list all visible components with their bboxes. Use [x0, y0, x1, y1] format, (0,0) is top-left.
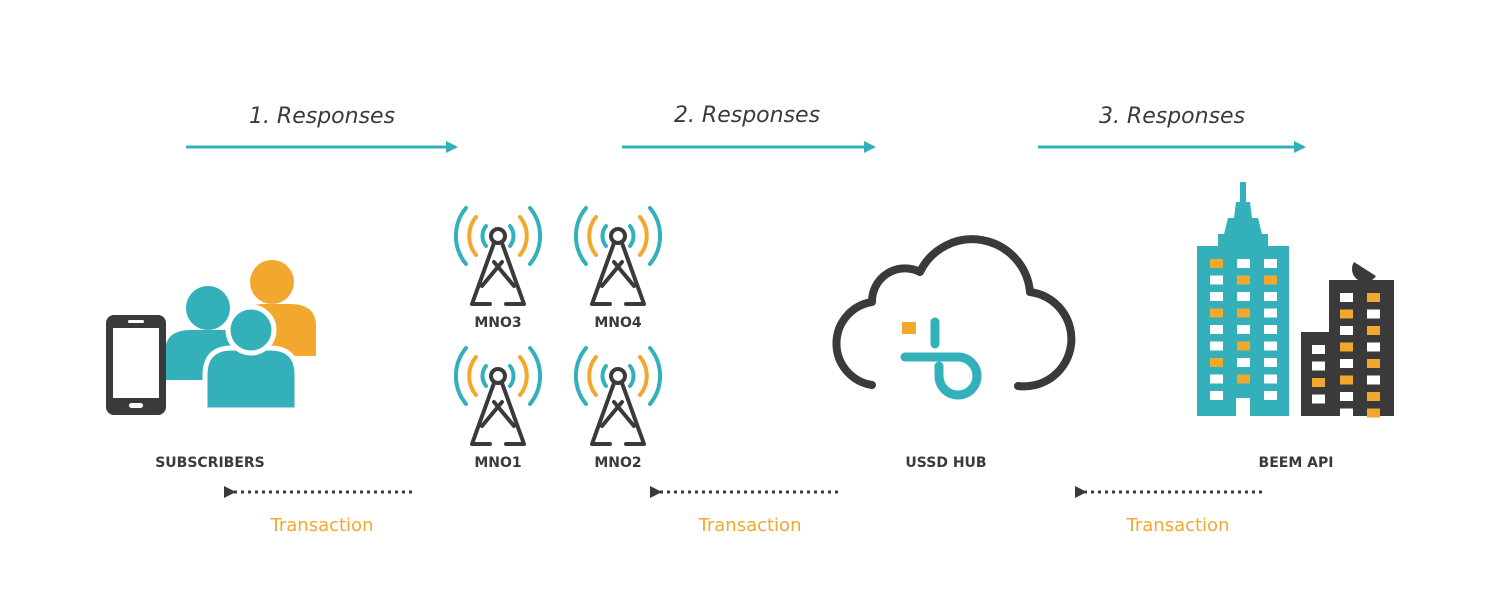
building-window — [1210, 358, 1223, 367]
building-window — [1237, 325, 1250, 334]
building-window — [1312, 361, 1325, 371]
building-window — [1210, 325, 1223, 334]
building-window — [1264, 308, 1277, 318]
building-window — [1312, 394, 1325, 404]
building-window — [1367, 342, 1380, 352]
building-window — [1340, 309, 1353, 319]
cell-tower-icon — [573, 206, 663, 306]
building-window — [1367, 326, 1380, 335]
transaction-label-1: Transaction — [270, 515, 374, 536]
mno3-label: MNO3 — [474, 315, 521, 331]
building-window — [1264, 275, 1277, 285]
building-window — [1340, 326, 1353, 335]
building-window — [1264, 259, 1277, 268]
responses-row: 1. Responses 2. Responses 3. Responses — [186, 103, 1306, 153]
building-window — [1340, 392, 1353, 401]
building-window — [1237, 308, 1250, 318]
cell-tower-icon — [453, 206, 543, 306]
mno1-label: MNO1 — [474, 455, 521, 471]
beem-api-label: BEEM API — [1259, 455, 1334, 471]
building-window — [1340, 342, 1353, 352]
responses-label-2: 2. Responses — [674, 103, 820, 128]
mno3-tower: MNO3 — [453, 206, 543, 331]
building-window — [1237, 259, 1250, 268]
building-window — [1367, 375, 1380, 385]
transaction-label-3: Transaction — [1126, 515, 1230, 536]
building-window — [1210, 275, 1223, 285]
buildings-icon — [1197, 182, 1394, 418]
mno1-tower: MNO1 — [453, 346, 543, 471]
cell-tower-icon — [573, 346, 663, 446]
mno2-tower: MNO2 — [573, 346, 663, 471]
cloud-icon — [832, 235, 1076, 400]
building-window — [1236, 398, 1250, 416]
mno2-label: MNO2 — [594, 455, 641, 471]
building-window — [1340, 375, 1353, 385]
transactions-row: Transaction Transaction Transaction — [224, 486, 1262, 536]
building-window — [1367, 293, 1380, 302]
building-window — [1367, 392, 1380, 401]
subscribers-label: SUBSCRIBERS — [155, 455, 265, 471]
building-window — [1264, 374, 1277, 384]
building-window — [1312, 345, 1325, 354]
building-window — [1210, 259, 1223, 268]
building-window — [1264, 391, 1277, 400]
building-window — [1210, 374, 1223, 384]
building-window — [1237, 341, 1250, 351]
building-window — [1367, 359, 1380, 368]
building-window — [1210, 292, 1223, 301]
building-window — [1312, 378, 1325, 387]
building-window — [1340, 359, 1353, 368]
ussd-hub-label: USSD HUB — [905, 455, 986, 471]
building-window — [1210, 391, 1223, 400]
responses-label-1: 1. Responses — [249, 104, 395, 129]
building-window — [1340, 293, 1353, 302]
building-window — [1237, 275, 1250, 285]
building-window — [1367, 408, 1380, 418]
building-window — [1264, 341, 1277, 351]
building-window — [1237, 292, 1250, 301]
building-window — [1367, 309, 1380, 319]
responses-label-3: 3. Responses — [1099, 104, 1245, 129]
mno4-tower: MNO4 — [573, 206, 663, 331]
building-window — [1210, 341, 1223, 351]
building-window — [1210, 308, 1223, 318]
cell-tower-icon — [453, 346, 543, 446]
building-window — [1237, 374, 1250, 384]
building-window — [1264, 358, 1277, 367]
building-window — [1340, 408, 1353, 418]
building-window — [1264, 325, 1277, 334]
building-window — [1264, 292, 1277, 301]
transaction-label-2: Transaction — [698, 515, 802, 536]
subscribers-icon — [106, 260, 316, 415]
building-window — [1237, 358, 1250, 367]
mno4-label: MNO4 — [594, 315, 642, 331]
